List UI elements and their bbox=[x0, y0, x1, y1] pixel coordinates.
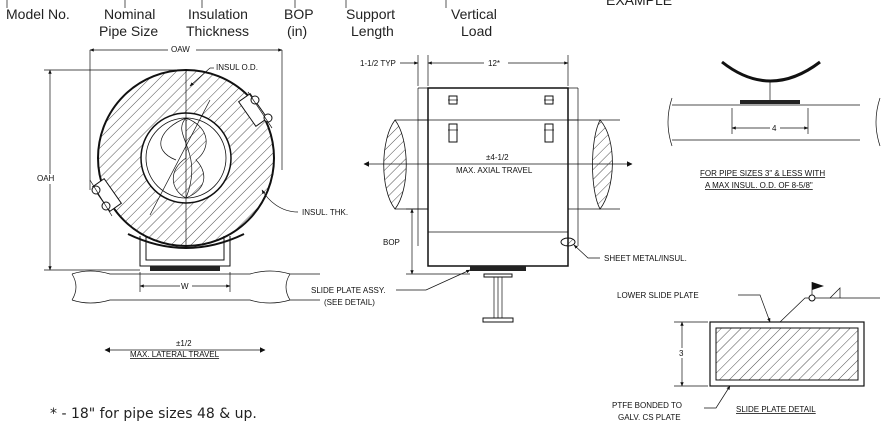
sheet-metal-label: SHEET METAL/INSUL. bbox=[604, 254, 687, 263]
typ-label: 1-1/2 TYP bbox=[360, 59, 396, 68]
insul-thk-label: INSUL. THK. bbox=[302, 208, 348, 217]
ptfe-label-1: PTFE BONDED TO bbox=[612, 401, 682, 410]
insul-od-label: INSUL O.D. bbox=[216, 63, 258, 72]
detail-dim-label: 3 bbox=[679, 349, 684, 358]
oah-label: OAH bbox=[37, 174, 55, 183]
example-note-line1: FOR PIPE SIZES 3" & LESS WITH bbox=[700, 169, 825, 178]
slide-plate-detail: 3 LOWER SLIDE PLATE PTFE BONDED TO GALV.… bbox=[612, 282, 880, 422]
header-row: Model No. Nominal Pipe Size Insulation T… bbox=[6, 0, 672, 39]
header-bop-line1: BOP bbox=[284, 6, 314, 22]
header-model-no: Model No. bbox=[6, 6, 70, 22]
slide-plate-detail-title: SLIDE PLATE DETAIL bbox=[736, 405, 816, 414]
example-dim-label: 4 bbox=[772, 124, 777, 133]
bolt-right-bottom bbox=[544, 123, 554, 143]
header-support-line2: Length bbox=[351, 23, 394, 39]
bolt-right-top bbox=[544, 95, 554, 105]
lower-slide-plate-label: LOWER SLIDE PLATE bbox=[617, 291, 699, 300]
example-note-line2: A MAX INSUL. O.D. OF 8-5/8" bbox=[705, 181, 813, 190]
header-insulation-line2: Thickness bbox=[186, 23, 249, 39]
header-vertical-line2: Load bbox=[461, 23, 492, 39]
end-view: OAW OAH W bbox=[36, 44, 348, 359]
oaw-label: OAW bbox=[171, 45, 190, 54]
slide-plate-label-2: (SEE DETAIL) bbox=[324, 298, 375, 307]
bolt-left-top bbox=[448, 95, 458, 105]
slide-plate-label-1: SLIDE PLATE ASSY. bbox=[311, 286, 385, 295]
ptfe-label-2: GALV. CS PLATE bbox=[618, 413, 681, 422]
header-support-line1: Support bbox=[346, 6, 395, 22]
axial-travel-value: ±4-1/2 bbox=[486, 153, 509, 162]
bop-dim-label: BOP bbox=[383, 238, 400, 247]
lateral-travel-value: ±1/2 bbox=[176, 339, 192, 348]
w-label: W bbox=[181, 282, 189, 291]
header-nominal-line2: Pipe Size bbox=[99, 23, 158, 39]
side-view: 1-1/2 TYP 12* ±4-1/2 MAX. AXIAL TRAVEL B… bbox=[311, 55, 687, 323]
bolt-left-bottom bbox=[448, 123, 458, 143]
header-nominal-line1: Nominal bbox=[104, 6, 155, 22]
header-example: EXAMPLE bbox=[606, 0, 672, 8]
lateral-travel-label: MAX. LATERAL TRAVEL bbox=[130, 350, 220, 359]
header-vertical-line1: Vertical bbox=[451, 6, 497, 22]
support-length-label: 12* bbox=[488, 59, 500, 68]
footnote: * - 18" for pipe sizes 48 & up. bbox=[50, 406, 257, 422]
header-insulation-line1: Insulation bbox=[188, 6, 248, 22]
example-view: 4 FOR PIPE SIZES 3" & LESS WITH A MAX IN… bbox=[667, 60, 881, 190]
axial-travel-label: MAX. AXIAL TRAVEL bbox=[456, 166, 533, 175]
header-bop-line2: (in) bbox=[287, 23, 307, 39]
